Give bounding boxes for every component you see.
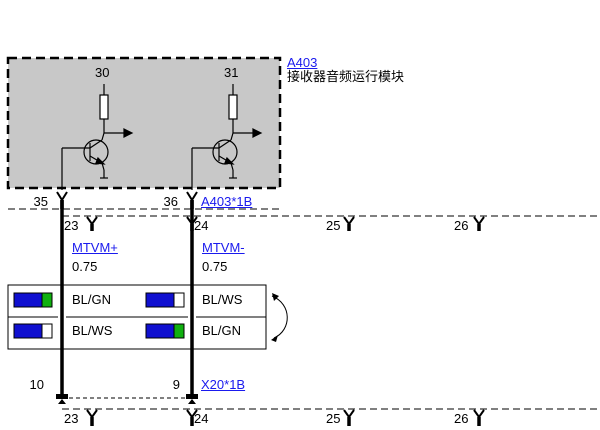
lower-pin-right: 9 bbox=[172, 377, 180, 392]
lower-pin-left: 10 bbox=[29, 377, 44, 392]
module-name: 接收器音频运行模块 bbox=[287, 69, 405, 84]
wire-size: 0.75 bbox=[202, 259, 228, 274]
upper-pin-label: 24 bbox=[194, 218, 209, 233]
swatch-bl-ws-row1 bbox=[145, 292, 185, 308]
swatch-bl-ws-row2 bbox=[13, 323, 53, 339]
wire-color-legend bbox=[7, 284, 267, 350]
lower-pin-label: 24 bbox=[194, 411, 209, 426]
legend-color-code: BL/GN bbox=[202, 323, 242, 338]
module-connector-link[interactable]: A403*1B bbox=[201, 194, 253, 209]
upper-connector-pins bbox=[86, 216, 485, 231]
lower-pin-label: 25 bbox=[326, 411, 341, 426]
module-pin-top-left: 30 bbox=[95, 65, 110, 80]
module-box bbox=[6, 56, 282, 190]
swatch-bl-gn-row2 bbox=[145, 323, 185, 339]
transistor-right-icon bbox=[191, 84, 263, 190]
legend-color-code: BL/GN bbox=[72, 292, 112, 307]
legend-color-code: BL/WS bbox=[202, 292, 243, 307]
module-pin-left: 35 bbox=[33, 194, 48, 209]
lower-pin-label: 23 bbox=[64, 411, 79, 426]
lower-connector-pins bbox=[86, 409, 485, 426]
lower-pin-label: 26 bbox=[454, 411, 469, 426]
module-pin-top-right: 31 bbox=[224, 65, 239, 80]
module-pin-right: 36 bbox=[163, 194, 178, 209]
lower-connector-symbols bbox=[56, 394, 198, 404]
twisted-pair-arrow-icon bbox=[271, 293, 288, 342]
upper-pin-label: 25 bbox=[326, 218, 341, 233]
upper-pin-label: 26 bbox=[454, 218, 469, 233]
upper-pin-label: 23 bbox=[64, 218, 79, 233]
swatch-bl-gn-row1 bbox=[13, 292, 53, 308]
wire-size: 0.75 bbox=[72, 259, 98, 274]
lower-connector-link[interactable]: X20*1B bbox=[201, 377, 246, 392]
legend-color-code: BL/WS bbox=[72, 323, 113, 338]
wire-name-link[interactable]: MTVM- bbox=[202, 240, 245, 255]
wire-name-link[interactable]: MTVM+ bbox=[72, 240, 118, 255]
transistor-left-icon bbox=[61, 84, 134, 190]
module-ref-link[interactable]: A403 bbox=[287, 55, 318, 70]
